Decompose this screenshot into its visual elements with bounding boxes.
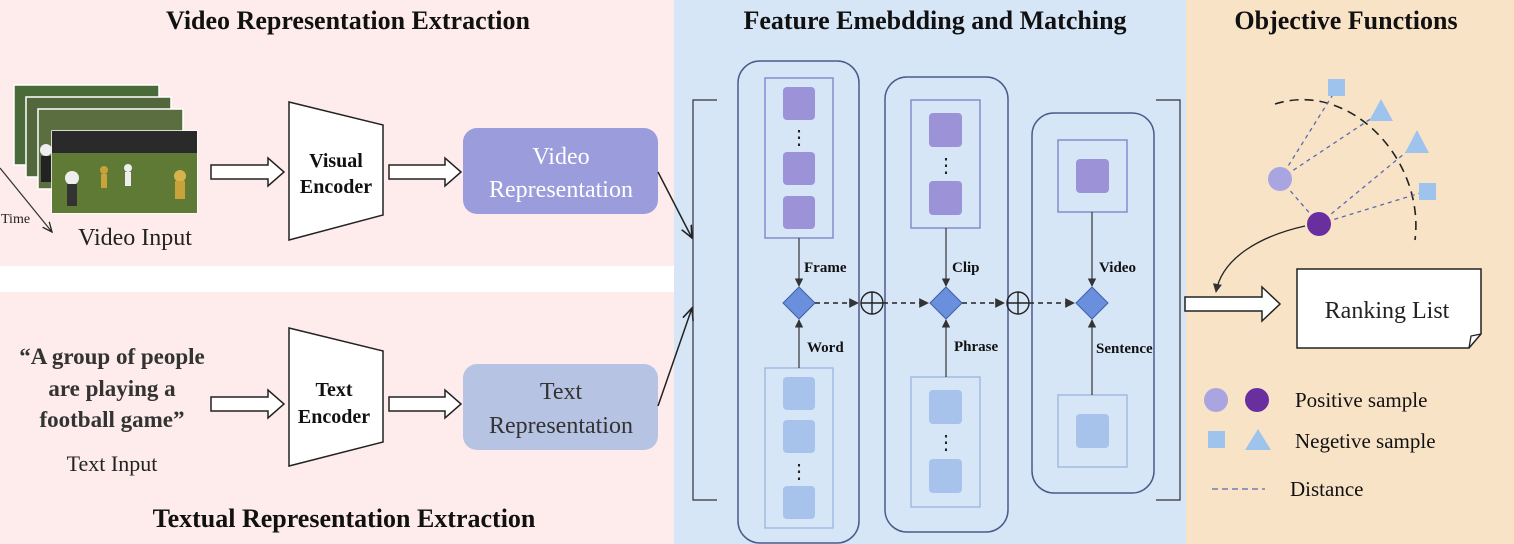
sentence-feature [1076, 414, 1109, 448]
text-representation-line1: Text [540, 379, 583, 405]
legend-distance-label: Distance [1290, 477, 1363, 501]
word-feature [783, 486, 815, 519]
circle-plus-icon [860, 291, 884, 315]
frame-feature [783, 87, 815, 120]
sentence-level-label: Sentence [1096, 341, 1153, 357]
arrow-right-icon [210, 388, 286, 420]
legend-negative-triangle [1245, 429, 1271, 450]
negative-sample-triangle [1369, 99, 1393, 121]
left-bracket [692, 99, 717, 501]
frame-word-column [737, 60, 860, 544]
text-representation-box [463, 364, 658, 450]
video-representation-line1: Video [532, 144, 589, 170]
video-representation-line2: Representation [489, 177, 633, 203]
legend-negative-label: Negetive sample [1295, 429, 1436, 453]
clip-ellipsis: ⋮ [936, 155, 956, 177]
distance-line [1318, 190, 1428, 225]
video-to-matching-arrow [657, 171, 692, 238]
time-label: Time [1, 212, 30, 227]
frame-level-label: Frame [804, 260, 847, 276]
diamond-node-icon [782, 286, 816, 320]
text-encoder-label-line2: Encoder [298, 406, 370, 428]
clip-feature [929, 113, 962, 147]
matching-panel [674, 0, 1186, 544]
word-ellipsis: ⋮ [789, 461, 809, 483]
video-representation-box [463, 128, 658, 214]
legend-positive-label: Positive sample [1295, 388, 1427, 412]
positive-sample-light [1268, 167, 1292, 191]
word-level-label: Word [807, 340, 844, 356]
visual-encoder-label-line1: Visual [309, 150, 363, 172]
text-representation-line2: Representation [489, 413, 633, 439]
text-encoder-trapezoid [288, 327, 384, 467]
phrase-feature [929, 390, 962, 424]
visual-encoder-trapezoid [288, 101, 384, 241]
diamond-node-icon [1075, 286, 1109, 320]
matching-title: Feature Emebdding and Matching [743, 6, 1126, 35]
visual-encoder-label-line2: Encoder [300, 176, 372, 198]
text-quote-line3: football game” [39, 407, 184, 432]
text-encoder-label-line1: Text [315, 379, 352, 401]
diamond-node-icon [929, 286, 963, 320]
clip-level-label: Clip [952, 260, 980, 276]
frame-ellipsis: ⋮ [789, 127, 809, 149]
ranking-curve-arrow [1212, 225, 1306, 293]
video-input-label: Video Input [78, 225, 192, 251]
objective-title: Objective Functions [1234, 6, 1457, 35]
text-to-matching-arrow [657, 308, 692, 407]
arrow-right-icon [1184, 285, 1282, 323]
text-quote-line1: “A group of people [19, 344, 205, 369]
distance-line [1318, 143, 1417, 225]
decision-boundary-arc [1274, 98, 1417, 241]
clip-phrase-column [884, 76, 1009, 533]
legend-positive-light [1204, 388, 1228, 412]
video-extraction-title: Video Representation Extraction [166, 6, 531, 35]
negative-sample-triangle [1405, 130, 1429, 153]
phrase-level-label: Phrase [954, 339, 999, 355]
film-frames-icon [13, 84, 198, 214]
phrase-ellipsis: ⋮ [936, 432, 956, 454]
video-feature [1076, 159, 1109, 193]
negative-sample-square [1419, 183, 1436, 200]
arrow-right-icon [210, 156, 286, 188]
frame-feature [783, 196, 815, 229]
time-axis-arrow [0, 167, 52, 232]
text-input-label: Text Input [67, 451, 158, 476]
word-feature [783, 420, 815, 453]
legend-positive-dark [1245, 388, 1269, 412]
textual-extraction-title: Textual Representation Extraction [153, 504, 536, 533]
circle-plus-icon [1006, 291, 1030, 315]
negative-sample-square [1328, 79, 1345, 96]
ranking-list-box [1296, 268, 1482, 349]
positive-sample-dark [1307, 212, 1331, 236]
arrow-right-icon [388, 156, 463, 188]
ranking-list-fold [1468, 333, 1482, 349]
frame-feature [783, 152, 815, 185]
clip-feature [929, 181, 962, 215]
ranking-list-label: Ranking List [1325, 298, 1450, 324]
distance-line [1279, 87, 1338, 180]
phrase-feature [929, 459, 962, 493]
video-level-label: Video [1099, 260, 1136, 276]
word-feature [783, 377, 815, 410]
right-bracket [1156, 99, 1181, 501]
legend-negative-square [1208, 431, 1225, 448]
text-quote-line2: are playing a [48, 376, 176, 401]
arrow-right-icon [388, 388, 463, 420]
